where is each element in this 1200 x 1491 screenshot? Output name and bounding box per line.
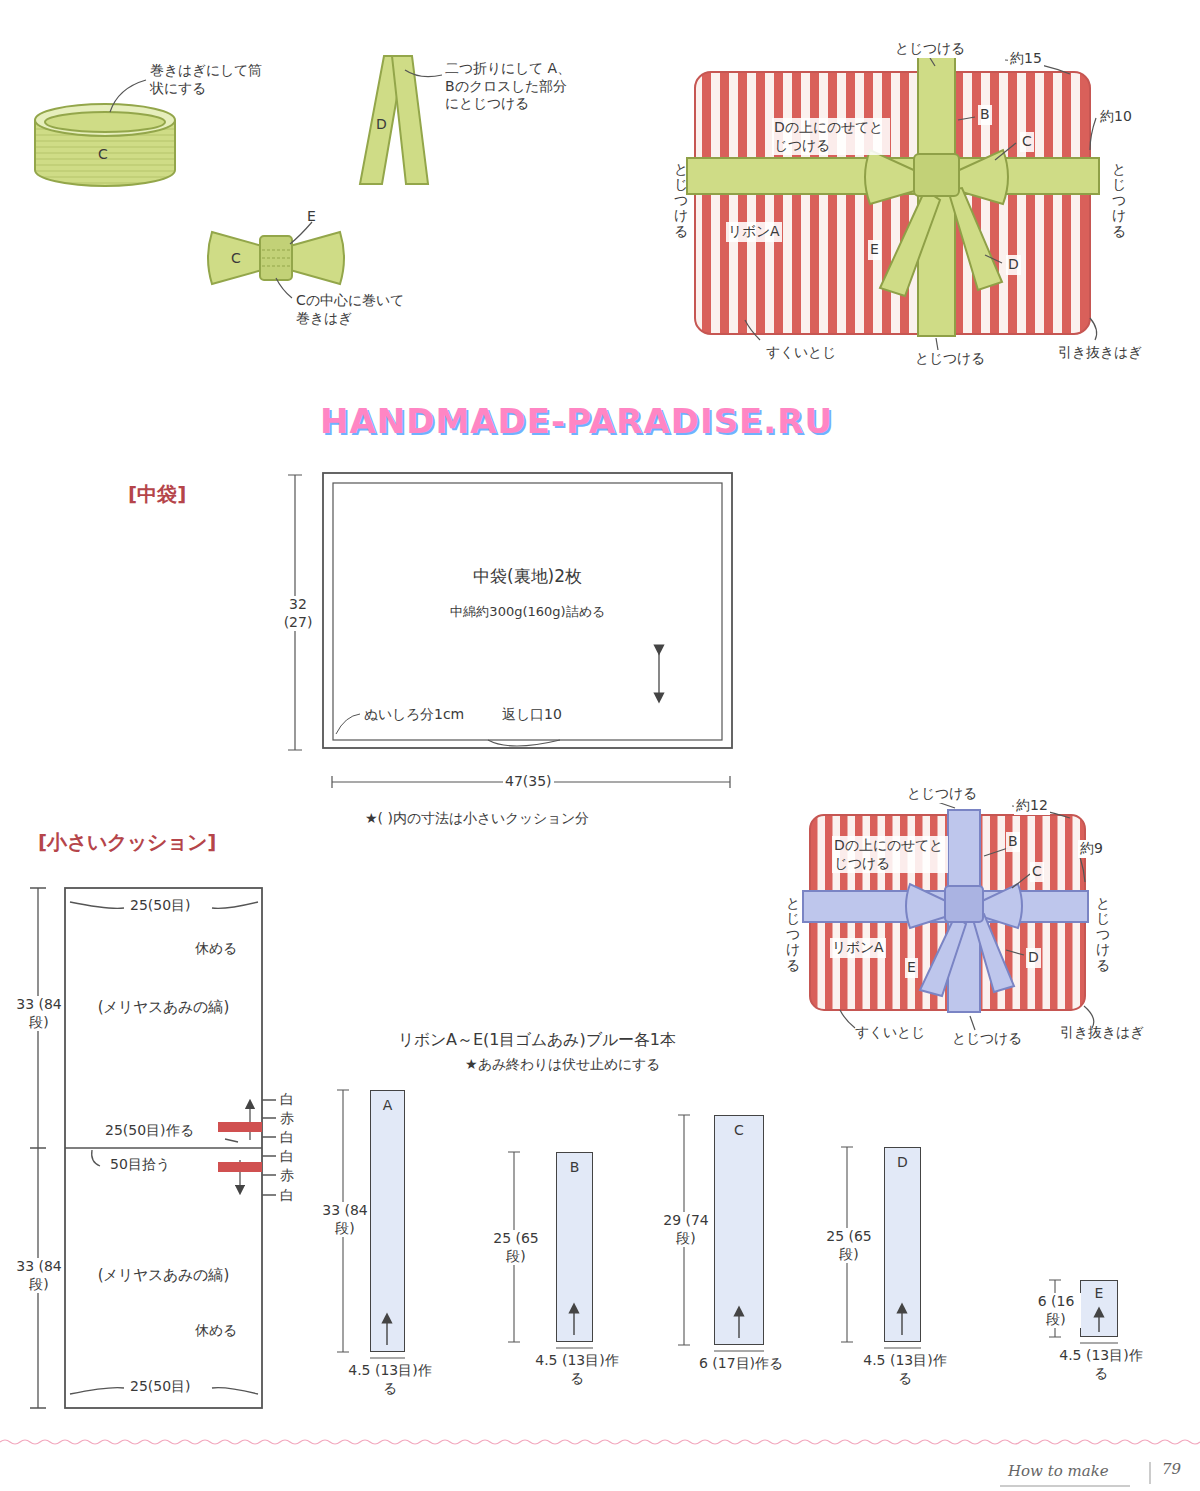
note: とじつける xyxy=(952,1030,1022,1048)
cushion-illustration xyxy=(803,810,1088,1012)
part-name: リボンA xyxy=(830,938,886,958)
dimension: 33 (84段) xyxy=(320,1202,370,1237)
note: リボンA～E(1目ゴムあみ)ブルー各1本 xyxy=(398,1030,676,1050)
note: すくいとじ xyxy=(855,1024,925,1042)
dimension: 29 (74段) xyxy=(661,1212,711,1247)
dimension: 4.5 (13目)作る xyxy=(1054,1347,1148,1382)
ribbon-piece: E xyxy=(1080,1280,1118,1337)
note: とじつける xyxy=(1112,162,1126,239)
part-letter: E xyxy=(868,240,881,260)
knit-panel: (メリヤスあみの縞) xyxy=(65,1148,262,1408)
note: とじつける xyxy=(915,350,985,368)
node-title: (メリヤスあみの縞) xyxy=(65,1266,262,1285)
note: 50目拾う xyxy=(108,1156,172,1174)
footer-text: How to make xyxy=(1008,1462,1109,1481)
node-title: 中袋(裏地)2枚 xyxy=(323,565,732,588)
dimension: 約15 xyxy=(1008,50,1044,68)
color-mark: 赤 xyxy=(280,1167,294,1185)
dimension: 47(35) xyxy=(503,773,554,791)
note: とじつける xyxy=(1096,896,1110,973)
part-letter: C xyxy=(98,146,108,164)
dimension: 25(50目) xyxy=(128,897,193,915)
node-title: A xyxy=(371,1097,404,1113)
ribbon-ring xyxy=(35,104,175,186)
knit-panel: (メリヤスあみの縞) xyxy=(65,888,262,1148)
cushion-illustration xyxy=(687,46,1099,336)
note: 引き抜きはぎ xyxy=(1058,344,1142,362)
section-heading: [中袋] xyxy=(128,482,186,507)
note: とじつける xyxy=(674,162,688,239)
note: Cの中心に巻いて巻きはぎ xyxy=(296,292,414,327)
dimension: 25(50目) xyxy=(128,1378,193,1396)
color-mark: 白 xyxy=(280,1187,294,1205)
color-mark: 白 xyxy=(280,1091,294,1109)
part-letter: C xyxy=(1020,132,1034,152)
part-letter: D xyxy=(1026,948,1041,968)
node-title: E xyxy=(1081,1285,1117,1301)
watermark: HANDMADE-PARADISE.RU xyxy=(320,400,833,443)
note: Dの上にのせてとじつける xyxy=(832,836,948,873)
note: Dの上にのせてとじつける xyxy=(772,118,890,155)
node-title: B xyxy=(557,1159,592,1175)
part-name: リボンA xyxy=(726,222,782,242)
node-title: (メリヤスあみの縞) xyxy=(65,998,262,1017)
dimension: 約10 xyxy=(1098,108,1134,126)
knit-chart xyxy=(30,888,276,1408)
page-number: 79 xyxy=(1162,1460,1181,1479)
note: ぬいしろ分1cm xyxy=(362,706,466,724)
dimension: 約9 xyxy=(1078,840,1105,858)
part-letter: C xyxy=(231,250,241,268)
dimension: 4.5 (13目)作る xyxy=(343,1362,437,1397)
dimension: 4.5 (13目)作る xyxy=(858,1352,952,1387)
part-letter: D xyxy=(376,116,387,134)
node-title: D xyxy=(885,1154,920,1170)
dimension: 25 (65段) xyxy=(824,1228,874,1263)
note: とじつける xyxy=(893,40,967,58)
part-letter: C xyxy=(1030,862,1044,882)
color-mark: 白 xyxy=(280,1148,294,1166)
node-title: C xyxy=(715,1122,763,1138)
part-letter: B xyxy=(1006,832,1020,852)
dimension: 33 (84段) xyxy=(14,996,64,1031)
part-letter: E xyxy=(307,208,316,226)
note: ★あみ終わりは伏せ止めにする xyxy=(465,1056,660,1074)
part-letter: B xyxy=(978,105,992,125)
color-mark: 白 xyxy=(280,1129,294,1147)
note: とじつける xyxy=(905,785,979,803)
node-text: 中綿約300g(160g)詰める xyxy=(323,603,732,621)
leader-line xyxy=(110,58,1097,1030)
ribbon-piece: C xyxy=(714,1115,764,1345)
note: 休める xyxy=(195,940,237,958)
bag-pattern xyxy=(288,473,732,788)
dimension: 32 (27) xyxy=(276,596,320,631)
footer-wave xyxy=(0,1440,1200,1444)
ribbon-piece: A xyxy=(370,1090,405,1352)
part-letter: E xyxy=(905,958,918,978)
note: 巻きはぎにして筒状にする xyxy=(150,62,262,97)
dimension: 6 (16段) xyxy=(1031,1293,1081,1328)
dimension: 33 (84段) xyxy=(14,1258,64,1293)
note: すくいとじ xyxy=(766,344,836,362)
note: ★( )内の寸法は小さいクッション分 xyxy=(365,810,589,828)
stripe-mark xyxy=(218,1122,262,1132)
ribbon-piece: B xyxy=(556,1152,593,1342)
section-heading: [小さいクッション] xyxy=(38,830,216,855)
note: 返し口10 xyxy=(500,706,564,724)
dimension: 約12 xyxy=(1014,797,1050,815)
stripe-mark xyxy=(218,1162,262,1172)
note: 二つ折りにして A、Bのクロスした部分にとじつける xyxy=(445,60,573,113)
ribbon-piece: D xyxy=(884,1147,921,1342)
note: 引き抜きはぎ xyxy=(1060,1024,1144,1042)
note: 休める xyxy=(195,1322,237,1340)
part-letter: D xyxy=(1006,255,1021,275)
footer-rule xyxy=(1000,1462,1150,1486)
note: とじつける xyxy=(786,896,800,973)
ribbon-pieces xyxy=(337,1090,1118,1358)
dimension: 4.5 (13目)作る xyxy=(530,1352,624,1387)
dimension: 6 (17目)作る xyxy=(694,1355,788,1373)
color-mark: 赤 xyxy=(280,1110,294,1128)
ribbon-bow xyxy=(208,232,344,284)
dimension: 25 (65段) xyxy=(491,1230,541,1265)
dimension: 25(50目)作る xyxy=(103,1122,196,1140)
